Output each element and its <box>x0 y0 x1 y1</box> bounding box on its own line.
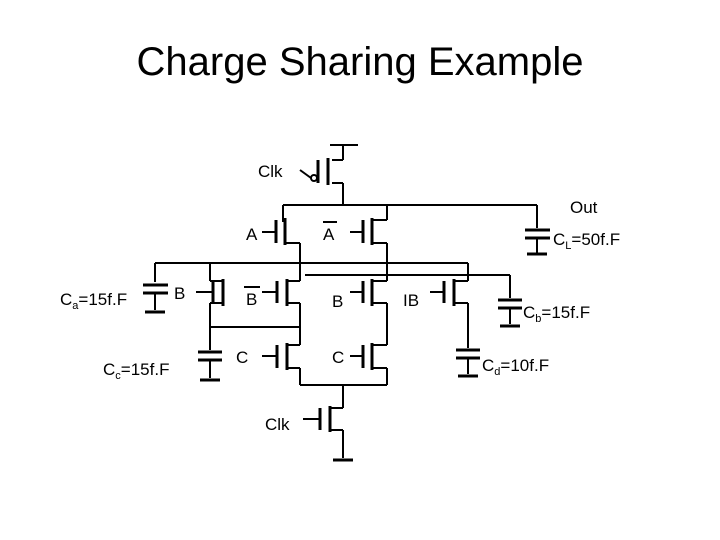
c-left-label: C <box>236 348 248 367</box>
nmos-abar-right <box>350 205 388 275</box>
abar-label: A <box>323 225 335 244</box>
cb-label: Cb=15f.F <box>523 303 590 325</box>
ib-label: IB <box>403 291 419 310</box>
cap-cl <box>525 228 550 256</box>
nmos-evaluate <box>300 384 387 462</box>
a-label: A <box>246 225 258 244</box>
cc-label: Cc=15f.F <box>103 360 169 382</box>
nmos-b-left <box>196 263 238 328</box>
cl-label: CL=50f.F <box>553 230 620 252</box>
ca-label: Ca=15f.F <box>60 290 127 312</box>
cd-label: Cd=10f.F <box>482 356 549 378</box>
output-node <box>283 204 538 228</box>
node-left-bus <box>154 262 468 282</box>
pmos-precharge <box>299 144 358 205</box>
out-label: Out <box>570 198 598 217</box>
b-left-label: B <box>174 284 185 303</box>
slide-title: Charge Sharing Example <box>136 40 584 84</box>
nmos-a-left <box>262 205 301 263</box>
bbar-label: B <box>246 290 257 309</box>
cap-ca <box>143 283 168 314</box>
nmos-c-right <box>350 327 388 385</box>
cap-cd <box>456 348 480 378</box>
clk-bottom-label: Clk <box>265 415 290 434</box>
nmos-b-right <box>350 275 388 327</box>
cap-cc <box>198 327 222 382</box>
cap-cb <box>498 298 522 328</box>
nmos-ib <box>430 263 469 348</box>
b-right-label: B <box>332 292 343 311</box>
c-right-label: C <box>332 348 344 367</box>
nmos-c-left <box>238 326 301 385</box>
clk-top-label: Clk <box>258 162 283 181</box>
nmos-bbar <box>262 263 301 327</box>
node-right-bus <box>305 274 511 298</box>
